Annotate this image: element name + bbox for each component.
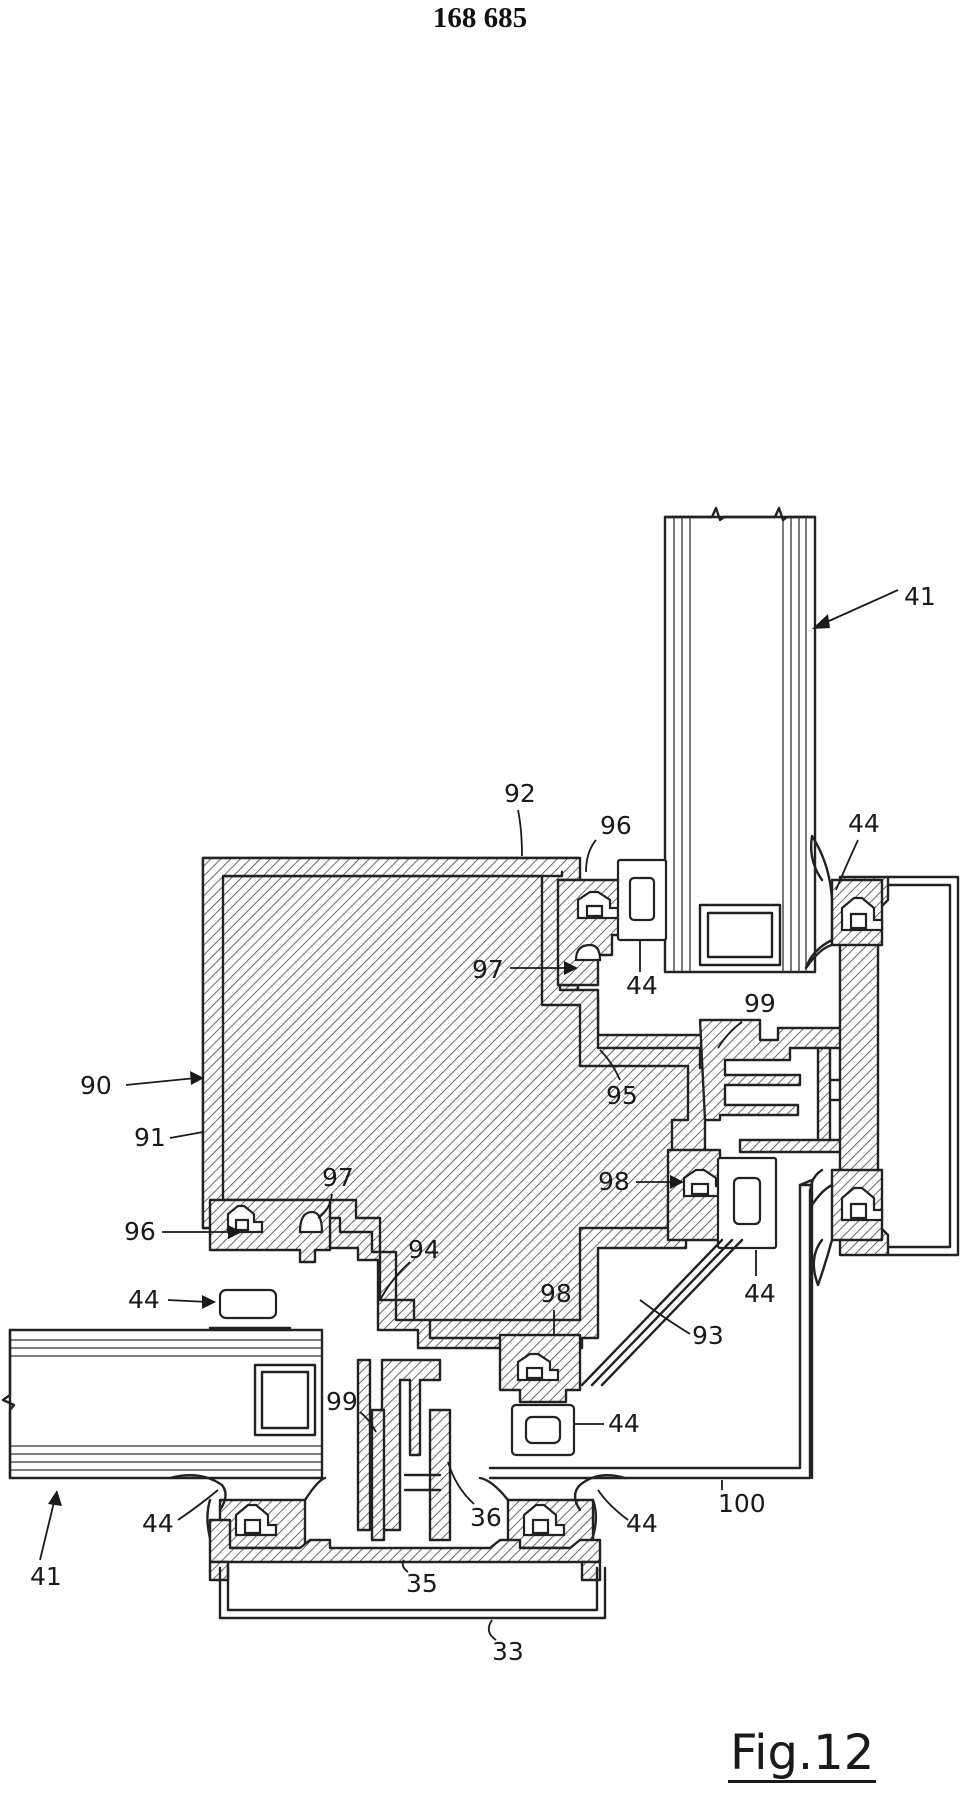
label-98-bottom: 98	[540, 1279, 572, 1308]
label-95: 95	[606, 1081, 638, 1110]
label-99-right: 99	[744, 989, 776, 1018]
figure-caption: Fig.12	[728, 1728, 877, 1784]
mullion-99	[698, 1018, 877, 1154]
bottom-seal-44-left	[168, 1474, 327, 1550]
right-seal-44-upper	[804, 834, 884, 970]
label-97-right: 97	[472, 955, 504, 984]
glass-pane-upper	[663, 506, 817, 974]
label-44-right-lower: 44	[744, 1279, 776, 1308]
label-41-bottom: 41	[30, 1562, 62, 1591]
label-44-mid: 44	[626, 971, 658, 1000]
label-44-top-right: 44	[848, 809, 880, 838]
label-94: 94	[408, 1235, 440, 1264]
clip-98-bottom	[498, 1333, 582, 1457]
seal-44-left	[208, 1288, 292, 1330]
label-97-left: 97	[322, 1163, 354, 1192]
right-seal-44-lower	[809, 1168, 884, 1287]
label-98-right: 98	[598, 1167, 630, 1196]
upper-right-clip-96-97	[556, 858, 668, 987]
label-99-left: 99	[326, 1387, 358, 1416]
label-44-bottom-right: 44	[626, 1509, 658, 1538]
document-number: 168 685	[432, 2, 528, 34]
label-92: 92	[504, 779, 536, 808]
glass-pane-lower	[1, 1328, 324, 1480]
label-93: 93	[692, 1321, 724, 1350]
label-35: 35	[406, 1569, 438, 1598]
central-channel-94	[356, 1358, 452, 1542]
label-44-bottom-left: 44	[142, 1509, 174, 1538]
reference-labels: 41 92 96 44 97 44 99 95 90 91 98	[30, 582, 936, 1666]
label-41-top: 41	[904, 582, 936, 611]
cover-33	[218, 1566, 607, 1620]
lower-left-clip-96	[208, 1198, 332, 1264]
label-100: 100	[718, 1489, 766, 1518]
label-33: 33	[492, 1637, 524, 1666]
label-91: 91	[134, 1123, 166, 1152]
diagonal-strut-93	[580, 1238, 744, 1387]
label-90: 90	[80, 1071, 112, 1100]
label-44-center: 44	[608, 1409, 640, 1438]
clip-98-right	[666, 1148, 778, 1250]
label-44-left: 44	[128, 1285, 160, 1314]
label-36: 36	[470, 1503, 502, 1532]
label-96-top: 96	[600, 811, 632, 840]
label-96-left: 96	[124, 1217, 156, 1246]
